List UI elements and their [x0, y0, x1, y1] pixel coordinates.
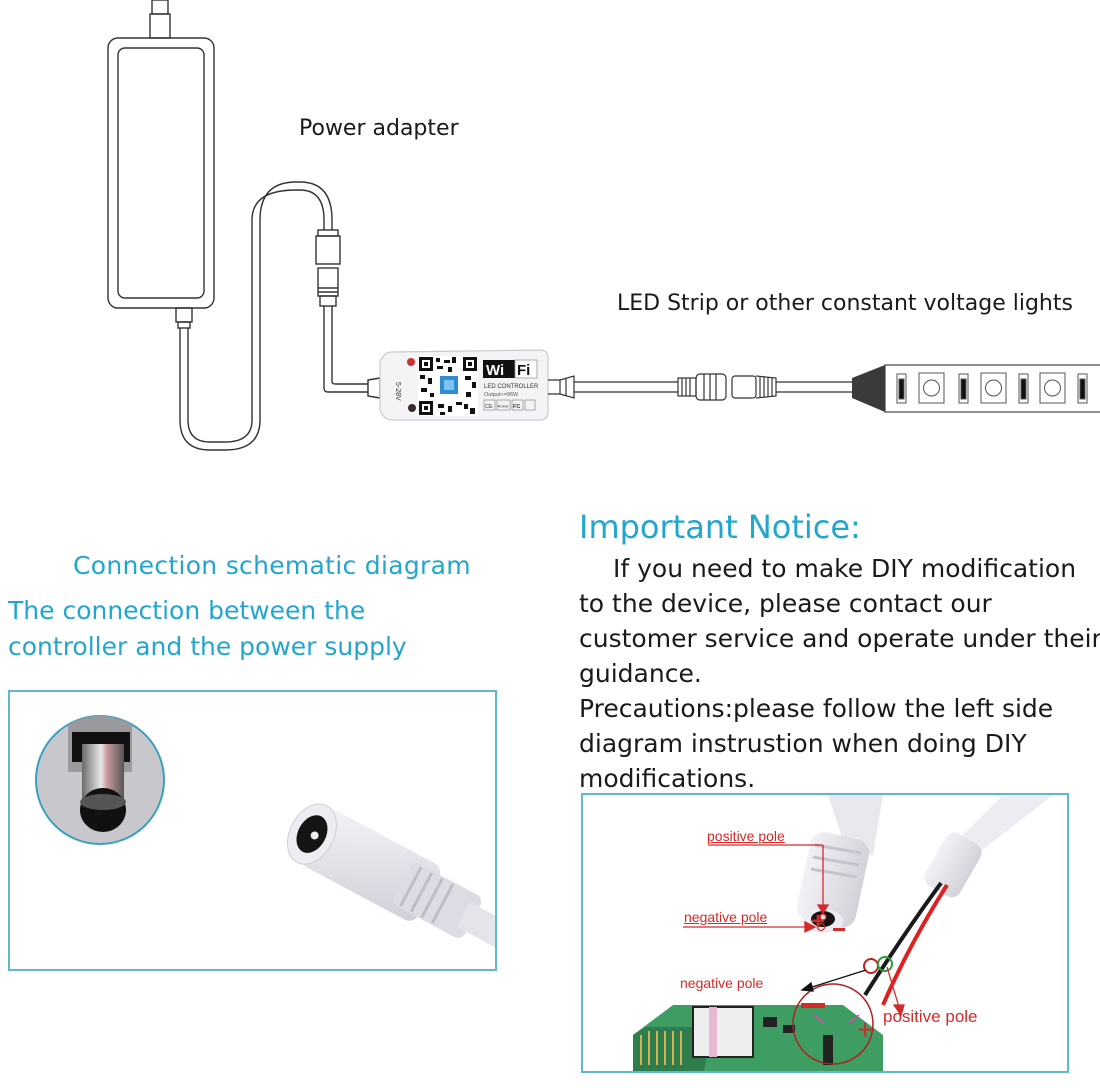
pcb-wiring-photo-frame: + + positive pole negative pole negative… [581, 793, 1069, 1073]
wifi-controller: 5-28V Wi Fi LED CONTROLLER Output<=96W C… [379, 349, 549, 421]
pcb-board [633, 1005, 883, 1071]
label-board-negative-pole: negative pole [680, 975, 764, 991]
svg-text:CE: CE [485, 404, 493, 410]
connector-photo-frame [8, 690, 497, 971]
svg-text:5-28V: 5-28V [394, 382, 401, 401]
svg-text:FC: FC [513, 404, 520, 410]
female-jack-top [796, 795, 883, 933]
svg-text:Output<=96W: Output<=96W [484, 392, 519, 398]
led-strip-label: LED Strip or other constant voltage ligh… [617, 291, 1073, 316]
pcb-wiring-photo: + + [633, 795, 1053, 1071]
svg-text:Wi: Wi [486, 362, 504, 379]
svg-text:RoHS: RoHS [498, 404, 509, 409]
label-top-positive-pole: positive pole [707, 828, 785, 844]
important-notice-title: Important Notice: [579, 508, 861, 546]
svg-text:LED CONTROLLER: LED CONTROLLER [484, 384, 539, 390]
male-dc-plug-inset [35, 715, 165, 845]
connection-schematic-heading: Connection schematic diagram [73, 551, 471, 580]
cable-with-wires [863, 795, 1053, 1006]
label-top-negative-pole: negative pole [684, 909, 768, 925]
power-adapter-label: Power adapter [299, 116, 459, 141]
notice-body: If you need to make DIY modification to … [579, 551, 1100, 796]
female-dc-jack [286, 803, 495, 969]
plus-sign: + [857, 1014, 873, 1045]
svg-text:Fi: Fi [517, 362, 530, 379]
jack-plus-sign: + [811, 908, 825, 935]
dc-connector-photo [35, 715, 495, 969]
connection-subheading: The connection between the controller an… [8, 593, 407, 665]
led-strip [852, 364, 1100, 413]
subheading-line-1: The connection between the [8, 596, 366, 625]
precautions-text: Precautions:please follow the left side … [579, 694, 1054, 793]
subheading-line-2: controller and the power supply [8, 632, 407, 661]
label-board-positive-pole: positive pole [883, 1007, 978, 1026]
wiring-diagram: 5-28V Wi Fi LED CONTROLLER Output<=96W C… [107, 0, 1100, 451]
notice-paragraph: If you need to make DIY modification to … [579, 554, 1100, 688]
